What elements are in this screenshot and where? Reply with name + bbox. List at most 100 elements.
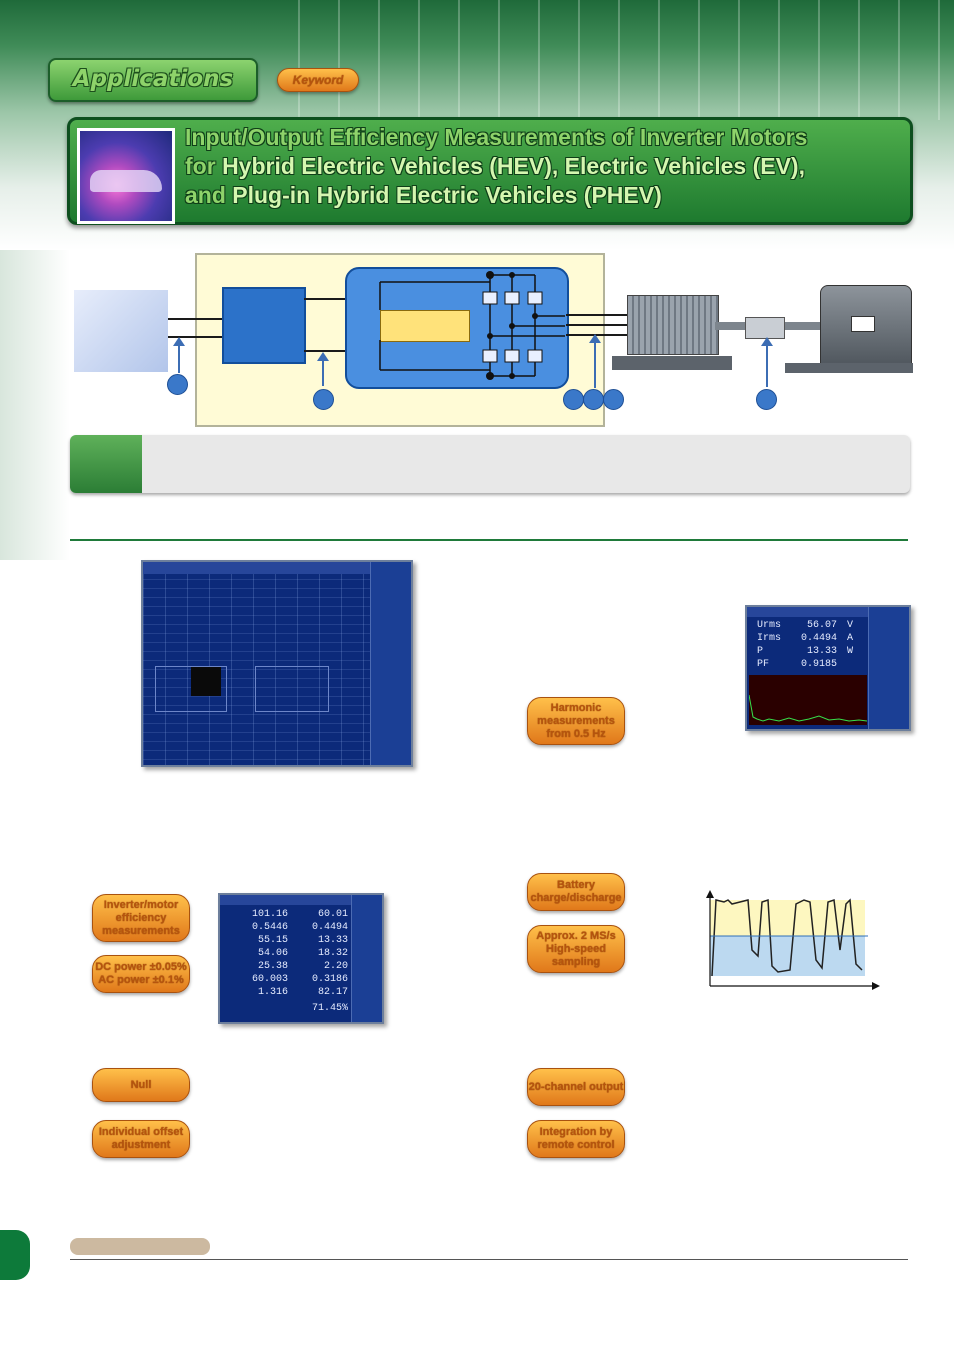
cell: 18.32 bbox=[317, 948, 348, 959]
charge-discharge-waveform bbox=[706, 890, 880, 990]
cell: 60.01 bbox=[317, 909, 348, 920]
footer-tab bbox=[70, 1238, 210, 1255]
pill-harmonic: Harmonic measurements from 0.5 Hz bbox=[527, 697, 625, 745]
pill-output: 20-channel output bbox=[527, 1068, 625, 1106]
screen-softkeys bbox=[370, 562, 411, 765]
measurement-arrow-icon bbox=[173, 337, 185, 373]
measurement-arrow-icon bbox=[317, 352, 329, 386]
title-line3-rest: Plug-in Hybrid Electric Vehicles (PHEV) bbox=[232, 182, 662, 208]
marker-dot bbox=[563, 389, 584, 410]
screen-titlebar bbox=[747, 607, 909, 617]
pill-offset: Individual offset adjustment bbox=[92, 1120, 190, 1158]
screen-panel bbox=[255, 666, 329, 712]
page-edge-tab bbox=[0, 1230, 30, 1280]
marker-dot bbox=[603, 389, 624, 410]
applications-tab[interactable]: Applications bbox=[48, 58, 258, 102]
screen-titlebar bbox=[143, 562, 411, 574]
divider bbox=[70, 539, 908, 541]
row-label: Irms bbox=[757, 633, 782, 644]
harmonic-row: Irms 0.4494 A bbox=[757, 633, 869, 644]
harmonic-row: P 13.33 W bbox=[757, 646, 869, 657]
title-line2-prefix: for bbox=[185, 153, 216, 179]
title-panel bbox=[67, 117, 913, 225]
pill-sampling: Approx. 2 MS/s High-speed sampling bbox=[527, 925, 625, 973]
row-unit: V bbox=[846, 620, 853, 631]
measurement-arrow-icon bbox=[761, 337, 773, 387]
converter-block bbox=[222, 287, 306, 364]
screen-titlebar bbox=[220, 895, 382, 905]
screen-softkeys bbox=[351, 895, 382, 1022]
row-unit: W bbox=[846, 646, 853, 657]
efficiency-screen: 101.16 0.5446 55.15 54.06 25.38 60.003 1… bbox=[218, 893, 384, 1024]
cell: 55.15 bbox=[257, 935, 288, 946]
row-unit: A bbox=[846, 633, 853, 644]
motor-icon bbox=[627, 295, 719, 355]
side-fade bbox=[0, 250, 70, 560]
harmonic-spectrum bbox=[748, 675, 868, 725]
row-value: 0.4494 bbox=[800, 633, 837, 644]
marker-dot bbox=[313, 389, 334, 410]
dynamometer-counter bbox=[851, 316, 875, 332]
pill-null: Null bbox=[92, 1068, 190, 1102]
efficiency-result: 71.45% bbox=[311, 1003, 348, 1014]
battery-block bbox=[74, 290, 168, 372]
measurement-screen-main bbox=[141, 560, 413, 767]
car-silhouette bbox=[90, 170, 162, 192]
marker-dot bbox=[756, 389, 777, 410]
row-unit bbox=[837, 659, 853, 670]
marker-dot bbox=[167, 374, 188, 395]
cell: 0.4494 bbox=[311, 922, 348, 933]
wire bbox=[566, 324, 628, 326]
row-value: 0.9185 bbox=[800, 659, 837, 670]
marker-dot bbox=[583, 389, 604, 410]
pill-battery: Battery charge/discharge bbox=[527, 873, 625, 911]
dynamometer-base bbox=[785, 363, 913, 373]
pill-inverter-efficiency: Inverter/motor efficiency measurements bbox=[92, 894, 190, 942]
cell: 60.003 bbox=[251, 974, 288, 985]
efficiency-column-1: 101.16 0.5446 55.15 54.06 25.38 60.003 1… bbox=[228, 909, 288, 1000]
wire bbox=[168, 318, 224, 320]
cell: 25.38 bbox=[257, 961, 288, 972]
cell: 0.5446 bbox=[251, 922, 288, 933]
cell: 101.16 bbox=[251, 909, 288, 920]
row-value: 13.33 bbox=[806, 646, 837, 657]
page-title-line2: for Hybrid Electric Vehicles (HEV), Elec… bbox=[185, 153, 805, 180]
cell: 2.20 bbox=[323, 961, 348, 972]
section-heading-accent bbox=[70, 435, 142, 493]
motor-base bbox=[612, 356, 732, 370]
measurement-arrow-icon bbox=[589, 334, 601, 388]
pill-integration: Integration by remote control bbox=[527, 1120, 625, 1158]
harmonic-row: PF 0.9185 bbox=[757, 659, 869, 670]
cell: 13.33 bbox=[317, 935, 348, 946]
controller-block bbox=[380, 310, 470, 342]
harmonic-row: Urms 56.07 V bbox=[757, 620, 869, 631]
cell: 0.3186 bbox=[311, 974, 348, 985]
spectrum-bars bbox=[748, 694, 868, 722]
screen-panel bbox=[191, 666, 221, 696]
row-label: PF bbox=[757, 659, 770, 670]
section-heading-bar bbox=[70, 435, 910, 493]
title-line3-prefix: and bbox=[185, 182, 226, 208]
screen-panel bbox=[155, 666, 227, 712]
cell: 1.316 bbox=[257, 987, 288, 998]
pill-dc-power: DC power ±0.05% AC power ±0.1% bbox=[92, 955, 190, 993]
row-label: Urms bbox=[757, 620, 782, 631]
keyword-badge: Keyword bbox=[277, 68, 359, 92]
title-line2-rest: Hybrid Electric Vehicles (HEV), Electric… bbox=[222, 153, 805, 179]
screen-softkeys bbox=[868, 607, 909, 729]
inverter-bridge-icon bbox=[379, 271, 565, 380]
page-title-line1: Input/Output Efficiency Measurements of … bbox=[185, 124, 808, 150]
wire bbox=[566, 314, 628, 316]
torque-sensor-icon bbox=[745, 317, 785, 339]
page-title-line3: and Plug-in Hybrid Electric Vehicles (PH… bbox=[185, 182, 662, 209]
screen-grid bbox=[143, 562, 411, 765]
header-texture bbox=[260, 0, 954, 120]
wire bbox=[304, 298, 346, 300]
cell: 82.17 bbox=[317, 987, 348, 998]
harmonic-screen: Urms 56.07 V Irms 0.4494 A P 13.33 W PF … bbox=[745, 605, 911, 731]
row-label: P bbox=[757, 646, 764, 657]
cell: 54.06 bbox=[257, 948, 288, 959]
wire bbox=[304, 350, 346, 352]
applications-tab-label: Applications bbox=[72, 66, 234, 92]
row-value: 56.07 bbox=[806, 620, 837, 631]
